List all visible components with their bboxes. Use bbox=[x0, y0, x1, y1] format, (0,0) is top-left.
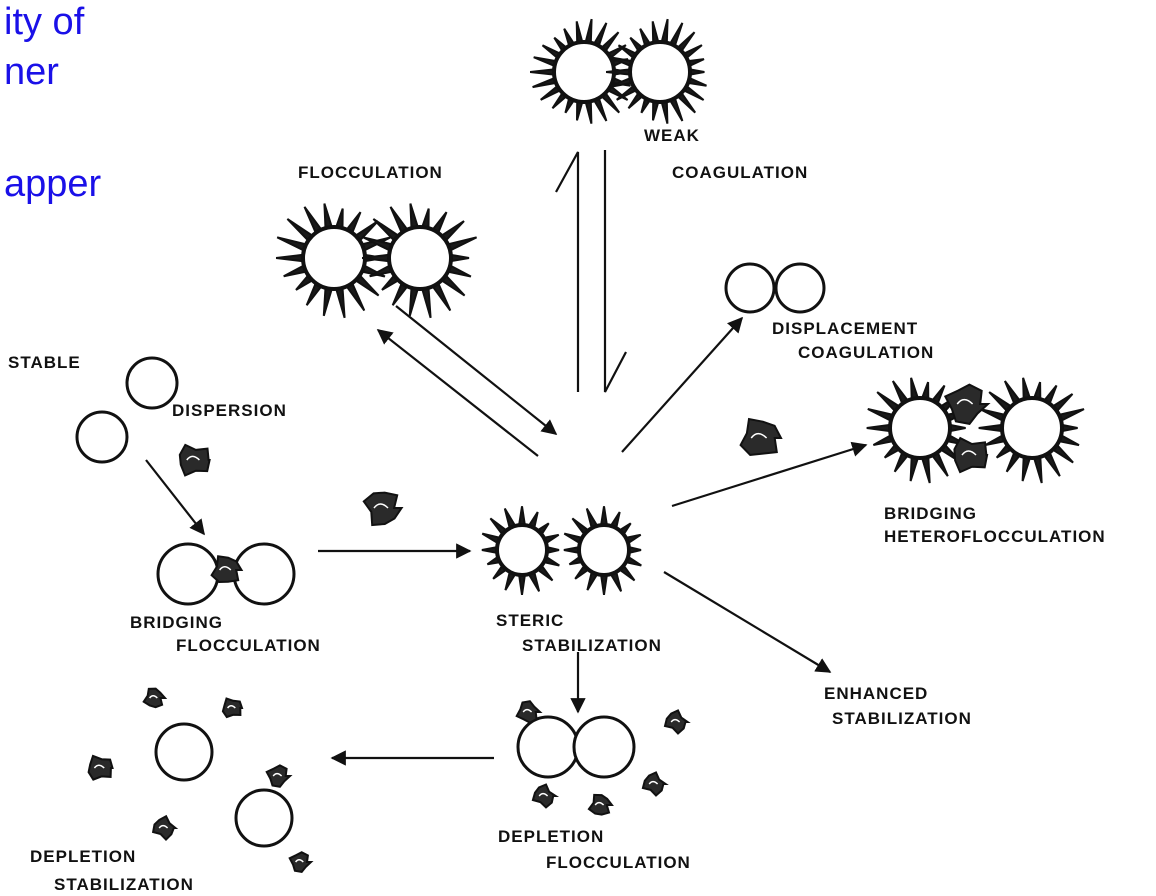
arrow-to-flocculation bbox=[376, 329, 539, 457]
label-heteroflocculation: HETEROFLOCCULATION bbox=[884, 527, 1106, 546]
transition-arrows bbox=[145, 150, 868, 766]
stab-coil-4 bbox=[265, 764, 293, 788]
label-bridging-flocculation: FLOCCULATION bbox=[176, 636, 321, 655]
depletion-floc-particle-left bbox=[516, 715, 580, 779]
label-displacement-coagulation: COAGULATION bbox=[798, 343, 934, 362]
steric-particle-right bbox=[563, 506, 642, 595]
label-enhanced: ENHANCED bbox=[824, 684, 928, 703]
label-depletion-flocculation: FLOCCULATION bbox=[546, 853, 691, 872]
label-steric-stabilization: STABILIZATION bbox=[522, 636, 662, 655]
hetero-particle-left bbox=[866, 377, 973, 484]
displacement-particle-left bbox=[724, 262, 776, 314]
weak-coagulation-particle-left bbox=[529, 18, 631, 124]
depletion-floc-particle-right bbox=[572, 715, 636, 779]
stab-coil-6 bbox=[288, 851, 314, 873]
label-enhanced-stabilization: STABILIZATION bbox=[832, 709, 972, 728]
arrow-to-weak-coagulation bbox=[555, 151, 580, 392]
hetero-particle-right bbox=[978, 377, 1085, 484]
label-stable: STABLE bbox=[8, 353, 81, 372]
flocculation-particle-right bbox=[361, 203, 478, 319]
diagram-labels: WEAK COAGULATION FLOCCULATION DISPLACEME… bbox=[8, 126, 1106, 894]
free-coil-hetero bbox=[739, 417, 783, 456]
free-coil-dispersion bbox=[178, 443, 211, 477]
steric-particle-left bbox=[481, 506, 560, 595]
polymer-coated-particles bbox=[275, 18, 1085, 595]
label-displacement: DISPLACEMENT bbox=[772, 319, 918, 338]
label-dispersion: DISPERSION bbox=[172, 401, 287, 420]
stable-particle-top bbox=[125, 356, 179, 410]
depletion-coil-4 bbox=[587, 793, 614, 816]
stab-coil-2 bbox=[221, 697, 244, 719]
free-coil-bridging-arrow bbox=[362, 491, 404, 527]
displacement-particle-right bbox=[774, 262, 826, 314]
depletion-stab-particle-bottom bbox=[234, 788, 294, 848]
label-steric: STERIC bbox=[496, 611, 564, 630]
label-depletion-floc: DEPLETION bbox=[498, 827, 604, 846]
depletion-coil-5 bbox=[641, 771, 669, 797]
free-polymer-coils bbox=[87, 383, 991, 873]
depletion-coil-3 bbox=[531, 783, 560, 809]
stab-coil-1 bbox=[142, 687, 168, 709]
hetero-bridge-coil-bottom bbox=[953, 436, 989, 474]
label-bridging: BRIDGING bbox=[130, 613, 223, 632]
weak-coagulation-particle-right bbox=[605, 18, 707, 124]
label-depletion-stabilization: STABILIZATION bbox=[54, 875, 194, 894]
arrow-from-weak-coagulation bbox=[603, 150, 627, 393]
arrow-to-bridging-flocculation bbox=[145, 459, 205, 536]
label-depletion-stab: DEPLETION bbox=[30, 847, 136, 866]
hetero-bridge-coil-top bbox=[943, 383, 991, 425]
bridging-particle-left bbox=[156, 542, 220, 606]
stab-coil-5 bbox=[151, 814, 179, 842]
slide-text-line-2: ner bbox=[4, 51, 59, 93]
label-bridging-hetero: BRIDGING bbox=[884, 504, 977, 523]
arrow-to-displacement-coagulation bbox=[621, 316, 744, 453]
depletion-coil-1 bbox=[515, 700, 543, 724]
label-flocculation: FLOCCULATION bbox=[298, 163, 443, 182]
stab-coil-3 bbox=[87, 754, 114, 781]
bridging-coil bbox=[210, 555, 244, 584]
stable-particle-bottom bbox=[75, 410, 129, 464]
arrow-to-enhanced-stabilization bbox=[663, 571, 832, 673]
arrow-from-flocculation bbox=[395, 305, 558, 435]
flocculation-particle-left bbox=[275, 203, 392, 319]
slide-text-line-1: ity of bbox=[4, 1, 85, 43]
depletion-coil-2 bbox=[663, 709, 691, 735]
slide-text-line-3: apper bbox=[4, 163, 102, 205]
label-coagulation: COAGULATION bbox=[672, 163, 808, 182]
label-weak: WEAK bbox=[644, 126, 700, 145]
depletion-stab-particle-top bbox=[154, 722, 214, 782]
bridging-particle-right bbox=[232, 542, 296, 606]
arrow-to-bridging-heteroflocculation bbox=[671, 441, 868, 508]
bare-particles bbox=[75, 262, 826, 848]
